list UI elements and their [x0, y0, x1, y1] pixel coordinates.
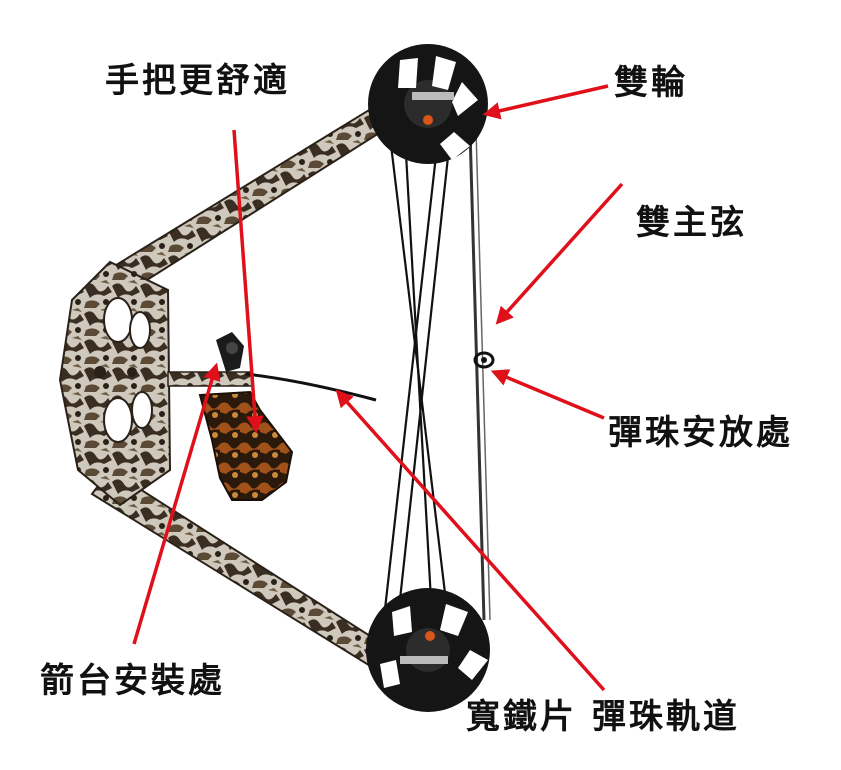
grip-label: 手把更舒適 — [105, 61, 290, 101]
track-callout-arrow — [335, 389, 606, 692]
pouch — [473, 351, 495, 369]
strings-label: 雙主弦 — [636, 203, 747, 243]
arrow-rest-mount-label: 箭台安裝處 — [40, 661, 225, 701]
cams-callout-arrow — [482, 84, 609, 120]
riser — [58, 260, 172, 507]
arrow-rest — [167, 332, 253, 387]
upper-limb — [106, 94, 408, 294]
grip-callout-arrow — [232, 129, 264, 434]
cables — [382, 117, 454, 619]
main-string — [468, 129, 491, 621]
pouch-callout-arrow — [490, 369, 605, 420]
cams-label: 雙輪 — [614, 63, 688, 103]
grip — [198, 390, 294, 501]
arrow-rest-callout-arrow — [132, 362, 221, 645]
track-wire — [245, 372, 377, 402]
bottom-cam — [366, 588, 490, 712]
top-cam — [368, 44, 488, 164]
pouch-rest-label: 彈珠安放處 — [608, 413, 793, 453]
track-label: 寬鐵片 彈珠軌道 — [466, 697, 740, 737]
strings-callout-arrow — [495, 182, 624, 325]
